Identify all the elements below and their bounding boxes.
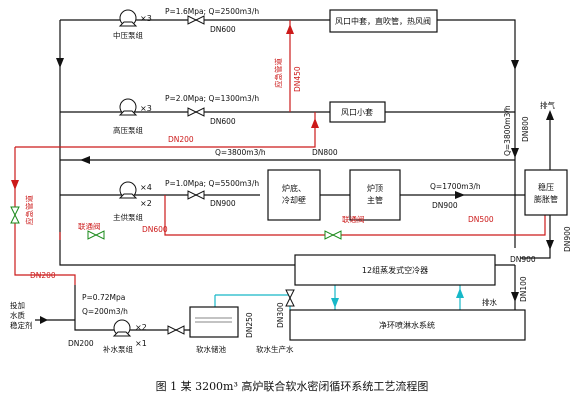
box-tuyere-mid-label: 风口中套，直吹管，热风阀 xyxy=(335,16,431,26)
pump-mid-label: 中压泵组 xyxy=(113,30,143,40)
label-dn800-right: DN800 xyxy=(521,116,530,142)
label-dn900-b: DN900 xyxy=(563,226,572,252)
pump-mid-icon xyxy=(118,9,138,27)
box-air-cooler xyxy=(294,254,496,286)
label-emergency-b: 应急管道 xyxy=(24,195,34,225)
valve-connect-a xyxy=(87,230,105,240)
label-dn600: DN600 xyxy=(142,225,168,234)
valve-high xyxy=(187,107,205,117)
pump-high-label: 高压泵组 xyxy=(113,125,143,135)
label-dosing-3: 稳定剂 xyxy=(10,320,33,330)
arrow-left-1 xyxy=(56,58,64,68)
label-exhaust: 排气 xyxy=(540,100,555,110)
label-dn300: DN300 xyxy=(276,302,285,328)
arrow-3800 xyxy=(80,156,90,164)
pump-main-spec: P=1.0Mpa; Q=5500m3/h xyxy=(165,179,259,188)
pump-makeup-count-a: ×2 xyxy=(135,323,147,332)
pump-mid-pipe: DN600 xyxy=(210,25,236,34)
pump-main-count-b: ×2 xyxy=(140,199,152,208)
box-tuyere-small xyxy=(329,101,386,123)
arrow-right-1 xyxy=(511,60,519,70)
box-tank-line1: 稳压 xyxy=(538,182,554,192)
soft-water-pool-level xyxy=(195,317,232,323)
pump-main-icon xyxy=(118,181,138,199)
label-dn500: DN500 xyxy=(468,215,494,224)
label-emergency-a: 应急管道 xyxy=(273,58,283,88)
label-dn800-mid: DN800 xyxy=(312,148,338,157)
box-water-system xyxy=(289,309,526,341)
valve-makeup xyxy=(167,325,185,335)
box-tuyere-small-label: 风口小套 xyxy=(341,107,373,117)
pump-high-pipe: DN600 xyxy=(210,117,236,126)
pump-high-spec: P=2.0Mpa; Q=1300m3/h xyxy=(165,94,259,103)
pump-main-label: 主供泵组 xyxy=(113,212,143,222)
arrow-exhaust xyxy=(546,110,554,120)
box-top-line2: 主管 xyxy=(367,195,383,205)
label-softpool: 软水储池 xyxy=(196,344,226,354)
box-tank xyxy=(524,169,568,216)
label-dn200-left: DN200 xyxy=(30,271,56,280)
box-hearth-line1: 炉底、 xyxy=(282,183,306,193)
valve-main xyxy=(187,190,205,200)
pump-mid-spec: P=1.6Mpa; Q=2500m3/h xyxy=(165,7,259,16)
pump-high-count: ×3 xyxy=(140,104,152,113)
arrow-dn100 xyxy=(511,292,519,302)
pipe-emergency-left xyxy=(14,147,76,285)
arrow-right-2 xyxy=(511,148,519,158)
valve-cyan-a xyxy=(285,289,295,307)
pump-mid-count: ×3 xyxy=(140,14,152,23)
pump-makeup-spec-q: Q=200m3/h xyxy=(82,307,128,316)
valve-mid xyxy=(187,15,205,25)
valve-connect-b xyxy=(324,230,342,240)
label-dn900-a: DN900 xyxy=(432,201,458,210)
label-q1700: Q=1700m3/h xyxy=(430,182,481,191)
box-tuyere-mid xyxy=(329,9,438,33)
label-q3800-v: Q=3800m3/h xyxy=(503,105,512,156)
label-softprod: 软水生产水 xyxy=(256,344,294,354)
pump-makeup-pipe: DN200 xyxy=(68,339,94,348)
pump-high-icon xyxy=(118,98,138,116)
label-dn250: DN250 xyxy=(245,312,254,338)
arrow-1700 xyxy=(455,191,465,199)
pipe-makeup xyxy=(74,285,190,331)
label-drain: 排水 xyxy=(482,297,497,307)
label-connect-b: 联通阀 xyxy=(342,214,365,224)
pump-makeup-count-b: ×1 xyxy=(135,339,147,348)
pump-main-pipe: DN900 xyxy=(210,199,236,208)
arrow-tank-down xyxy=(546,240,554,250)
pump-makeup-label: 补水泵组 xyxy=(103,344,133,354)
box-top xyxy=(349,169,401,221)
arrow-dosing xyxy=(40,316,48,324)
box-water-system-label: 净环喷淋水系统 xyxy=(379,320,435,330)
label-q3800: Q=3800m3/h xyxy=(215,148,266,157)
label-dosing-1: 投加 xyxy=(10,300,25,310)
arrow-emergency-left xyxy=(11,180,19,190)
label-connect-a: 联通阀 xyxy=(78,221,101,231)
label-dn100: DN100 xyxy=(519,276,528,302)
label-dosing-2: 水质 xyxy=(10,310,25,320)
pump-main-count-a: ×4 xyxy=(140,183,152,192)
pipe-tank-down xyxy=(520,215,551,259)
label-dn450: DN450 xyxy=(293,66,302,92)
label-dn200-top: DN200 xyxy=(168,135,194,144)
arrow-emergency-up xyxy=(311,118,319,128)
arrow-cyan-b xyxy=(456,288,464,298)
box-tank-line2: 膨胀管 xyxy=(534,194,558,204)
pump-makeup-icon xyxy=(112,319,132,337)
pipe-return-right xyxy=(437,19,516,248)
pump-makeup-spec-p: P=0.72Mpa xyxy=(82,293,125,302)
box-top-line1: 炉顶 xyxy=(367,183,383,193)
arrow-dn450-up xyxy=(286,24,294,34)
label-dn900-c: DN900 xyxy=(510,255,536,264)
box-hearth-line2: 冷却壁 xyxy=(282,195,306,205)
valve-emergency xyxy=(10,206,20,224)
box-air-cooler-label: 12组蒸发式空冷器 xyxy=(362,265,428,275)
figure-caption: 图 1 某 3200m³ 高炉联合软水密闭循环系统工艺流程图 xyxy=(156,379,429,393)
box-hearth xyxy=(267,169,321,221)
arrow-cyan-a xyxy=(331,298,339,308)
